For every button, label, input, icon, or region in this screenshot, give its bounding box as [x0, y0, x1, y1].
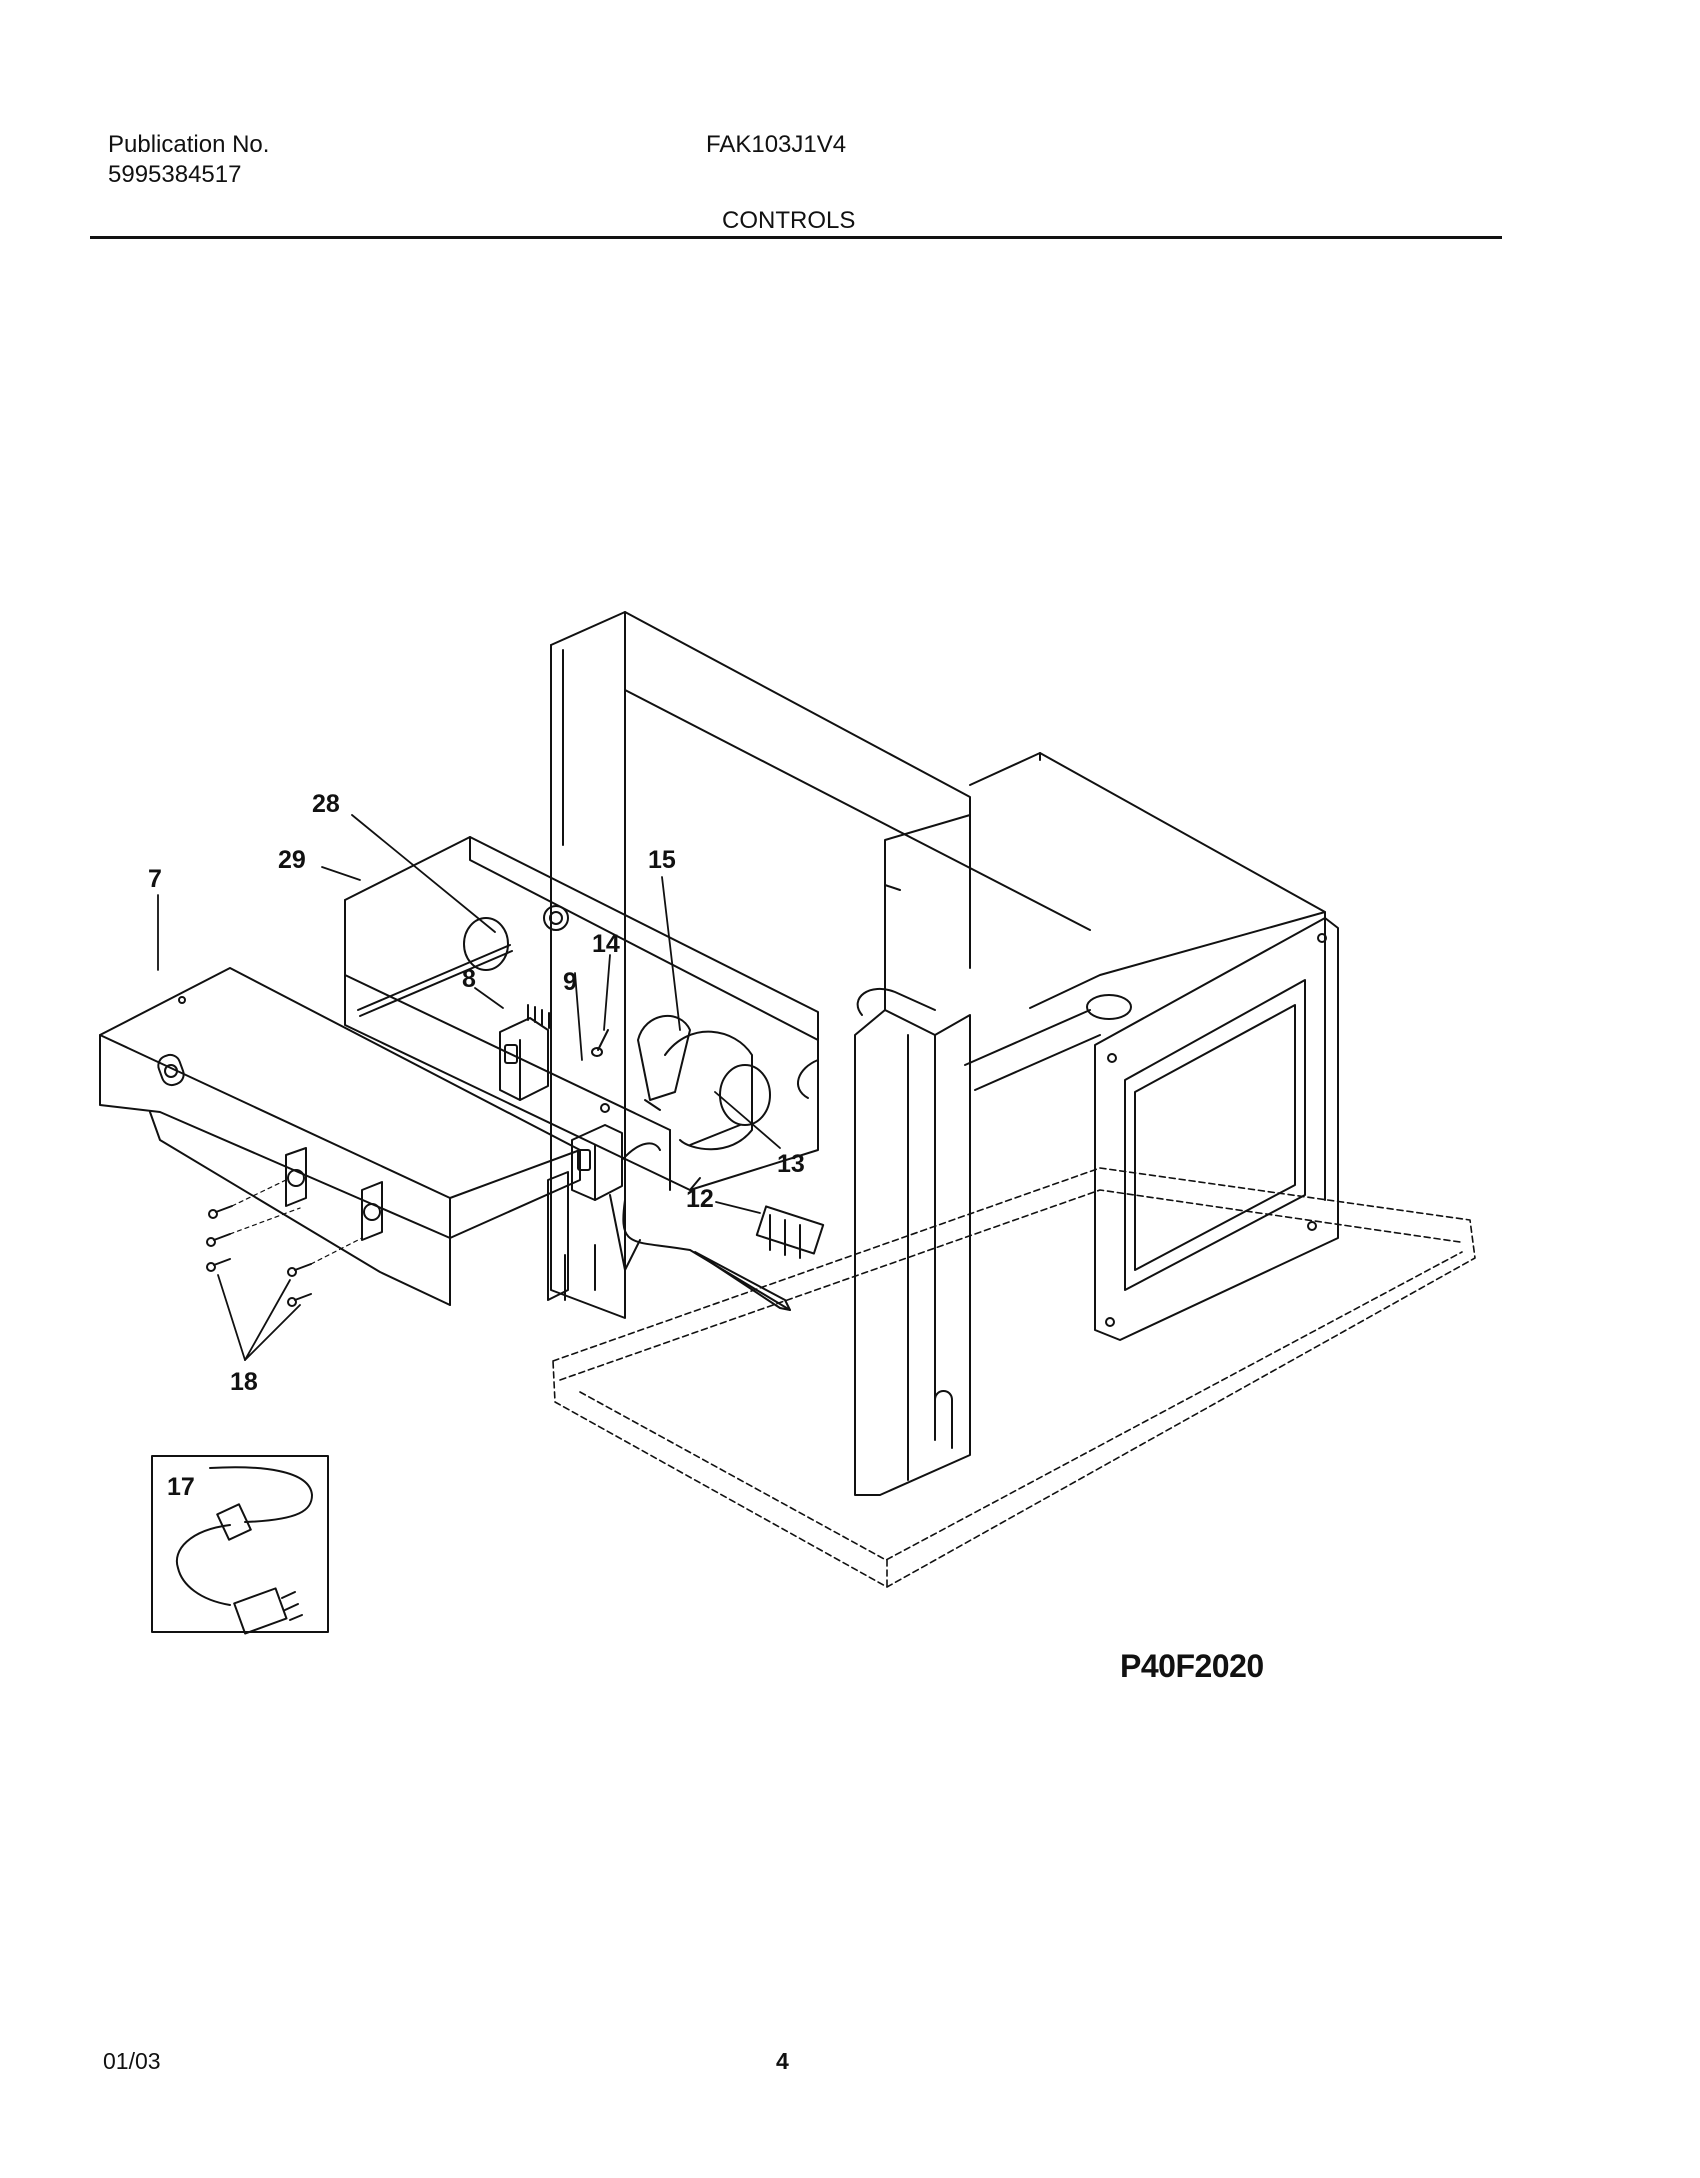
- callout-12: 12: [686, 1185, 714, 1213]
- callout-14: 14: [592, 930, 620, 958]
- damper-shaft: [357, 917, 513, 1017]
- callout-numbers: 28 29 7 15 14 8 9 13 12 18 17: [148, 790, 805, 1501]
- callout-7: 7: [148, 865, 162, 893]
- page-number: 4: [776, 2048, 789, 2074]
- header-rule: [90, 236, 1502, 239]
- callout-29: 29: [278, 846, 306, 874]
- heater-probe: [594, 1199, 825, 1311]
- publication-date: 01/03: [103, 2048, 161, 2074]
- callout-28: 28: [312, 790, 340, 818]
- leader-lines: [157, 814, 781, 1361]
- selector-switch: [499, 1004, 550, 1101]
- callout-8: 8: [462, 965, 476, 993]
- callout-15: 15: [648, 846, 676, 874]
- screw-14: [591, 1029, 609, 1057]
- model-number: FAK103J1V4: [706, 131, 847, 158]
- callout-9: 9: [563, 968, 577, 996]
- figure-id: P40F2020: [1120, 1648, 1264, 1684]
- control-cover: [99, 967, 581, 1306]
- screws-18: [206, 1179, 363, 1307]
- publication-label: Publication No.: [108, 131, 270, 158]
- base-pan-outline: [552, 1167, 1476, 1588]
- callout-18: 18: [230, 1368, 258, 1396]
- blower-housing: [964, 752, 1326, 1201]
- divider-post: [854, 814, 971, 1496]
- control-box: [344, 836, 819, 1191]
- power-cord-inset: [151, 1455, 329, 1635]
- callout-13: 13: [777, 1150, 805, 1178]
- callout-17: 17: [167, 1473, 195, 1501]
- scroll-panel: [1094, 917, 1339, 1341]
- section-title: CONTROLS: [722, 207, 856, 234]
- thermostat: [571, 1103, 661, 1271]
- motor-capacitor: [637, 1014, 771, 1151]
- publication-number: 5995384517: [108, 161, 242, 188]
